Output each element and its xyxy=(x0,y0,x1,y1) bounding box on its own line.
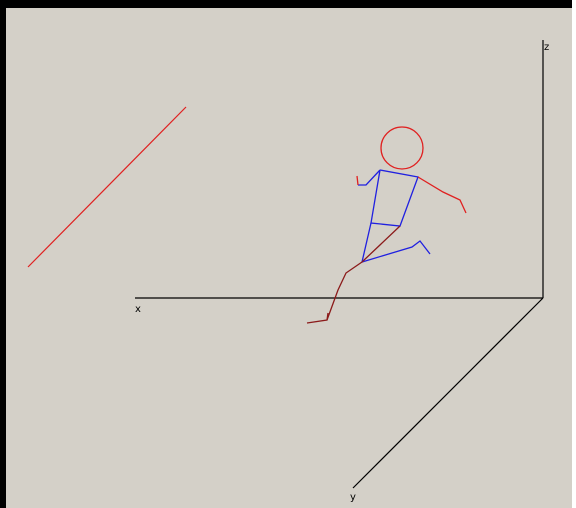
figure-left-hand xyxy=(356,175,359,186)
red-line-segment xyxy=(27,106,187,268)
window-left-border xyxy=(0,0,6,508)
figure-head xyxy=(380,126,424,170)
figure-left-leg xyxy=(306,225,401,324)
stick-figure xyxy=(306,126,467,324)
figure-right-thigh xyxy=(361,222,431,263)
z-axis-label: z xyxy=(544,42,549,53)
axes xyxy=(135,40,544,489)
figure-foot xyxy=(326,312,329,321)
y-axis-label: y xyxy=(350,492,356,503)
x-axis-label: x xyxy=(135,304,141,315)
window-right-border xyxy=(572,0,576,508)
figure-torso xyxy=(370,169,419,227)
y-axis-line xyxy=(352,297,544,489)
figure-left-arm xyxy=(358,169,381,186)
figure-right-arm xyxy=(417,176,467,214)
window-top-border xyxy=(0,0,576,8)
